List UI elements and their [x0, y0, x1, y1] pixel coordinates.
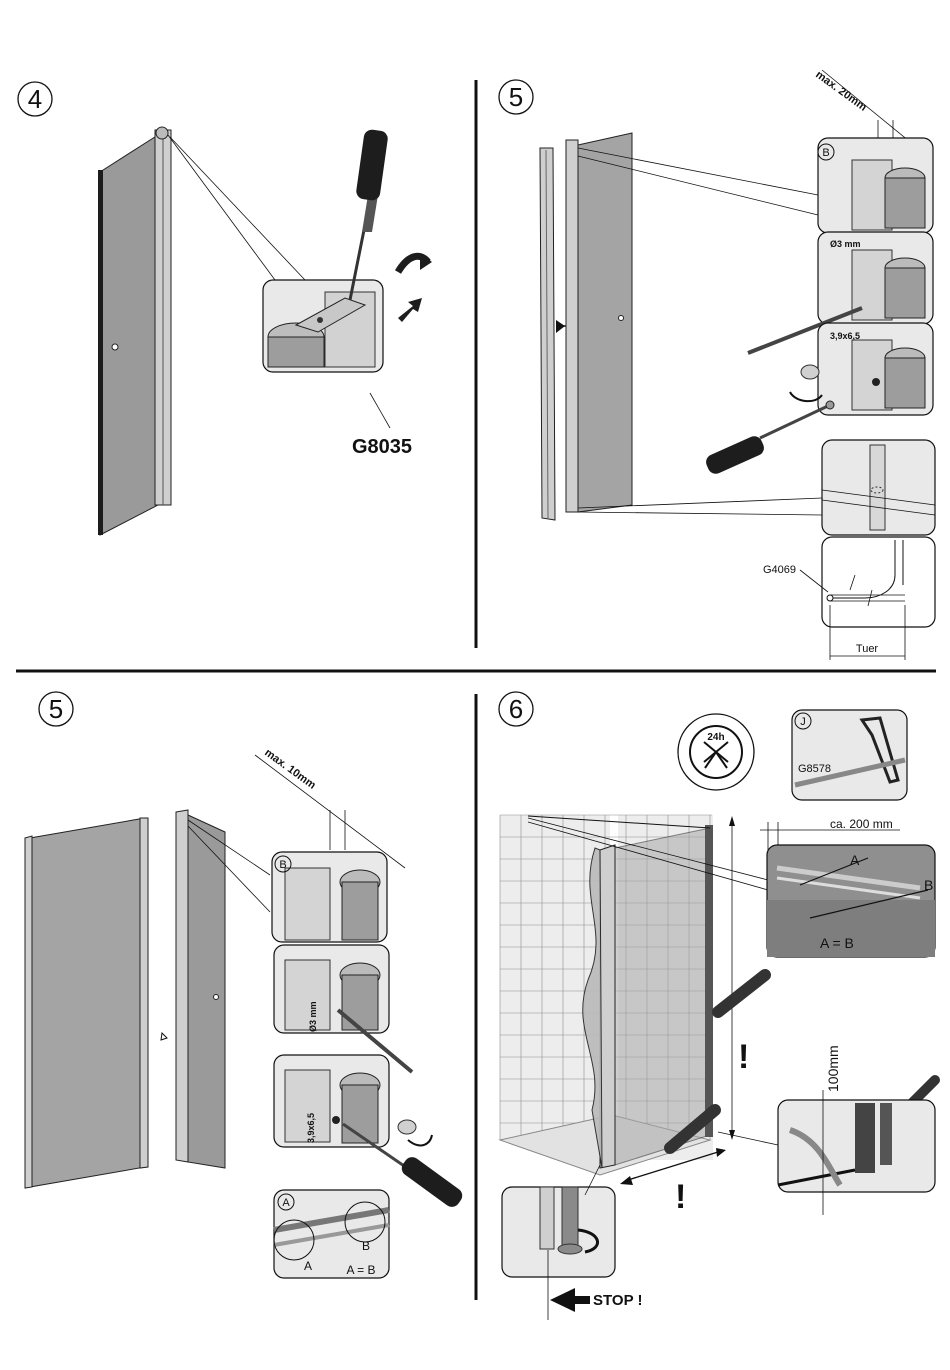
detail-drill-5b: Ø3 mm: [274, 945, 412, 1072]
detail-b-5b: B: [272, 852, 387, 942]
stop-label: STOP !: [593, 1292, 642, 1309]
detail-label-b: B: [822, 147, 829, 159]
dimension-100: 100mm: [825, 1045, 841, 1092]
step-5-bottom-number: 5: [49, 694, 63, 724]
door-panel-4: [98, 127, 171, 535]
push-arrow-icon: [398, 298, 422, 322]
detail-label-b-5b: B: [279, 859, 286, 871]
step-5-top-number: 5: [509, 82, 523, 112]
cap-icon: [801, 365, 819, 379]
max-dimension-10: max. 10mm: [262, 747, 318, 792]
label-a-6: A: [850, 852, 860, 868]
detail-stop: STOP !: [502, 1187, 642, 1320]
label-b-5b: B: [362, 1239, 370, 1253]
detail-a-5b: A A B A = B: [274, 1190, 389, 1278]
fixed-panel-5b: [25, 818, 167, 1188]
detail-tuer-5: G4069 Tuer: [763, 537, 935, 660]
warning-mark-1: !: [738, 1038, 749, 1076]
step-4: 4 G8035: [18, 82, 432, 535]
stop-arrow-icon: [550, 1288, 590, 1312]
tuer-label: Tuer: [856, 643, 879, 655]
step-6-number: 6: [509, 694, 523, 724]
dimension-max10: max. 10mm: [255, 747, 405, 868]
part-code-g8578: G8578: [798, 763, 831, 775]
cure-time-icon: 24h: [678, 714, 754, 790]
step-5-bottom: 5 max. 10mm B: [25, 692, 465, 1278]
drill-diameter: Ø3 mm: [830, 239, 861, 249]
step-6: 6 24h J G8578: [499, 692, 935, 1320]
turn-arrow-icon: [790, 392, 822, 401]
detail-ab-6: A B A = B: [767, 845, 935, 957]
max-dimension-20: max. 20mm: [813, 69, 869, 114]
screw-size-5b: 3,9x6,5: [306, 1113, 316, 1143]
equation-6: A = B: [820, 935, 854, 951]
drill-diameter-5b: Ø3 mm: [308, 1001, 318, 1032]
detail-screw-5: 3,9x6,5: [818, 323, 933, 415]
part-code-g8035: G8035: [352, 436, 412, 458]
detail-100mm: 100mm: [778, 1045, 935, 1215]
label-a-5b: A: [304, 1259, 312, 1273]
screw-size: 3,9x6,5: [830, 331, 860, 341]
dimension-200: ca. 200 mm: [830, 817, 893, 831]
detail-b-5: B: [818, 138, 933, 233]
door-panel-5b: [176, 810, 225, 1168]
detail-bottom-5: [822, 440, 935, 535]
turn-arrow-icon: [408, 1135, 432, 1145]
screwdriver-4: [350, 129, 389, 300]
cure-time: 24h: [707, 732, 724, 743]
detail-screw-5b: 3,9x6,5: [274, 1055, 389, 1147]
label-b-6: B: [924, 877, 933, 893]
shower-door-6: [583, 825, 713, 1168]
warning-mark-2: !: [675, 1178, 686, 1216]
equation-5b: A = B: [346, 1263, 375, 1277]
step-4-number: 4: [28, 84, 42, 114]
cursor-arrow-icon: [161, 1033, 167, 1040]
detail-j: J G8578: [792, 710, 907, 800]
detail-label-j: J: [800, 716, 806, 728]
step-5-top: 5 max. 20mm B: [499, 69, 935, 660]
detail-label-a: A: [282, 1197, 290, 1209]
screwdriver-5: [704, 401, 834, 476]
cap-icon: [398, 1120, 416, 1134]
part-code-g4069: G4069: [763, 564, 796, 576]
door-panel-5: [566, 133, 632, 512]
hinge-detail-4: [263, 280, 383, 372]
